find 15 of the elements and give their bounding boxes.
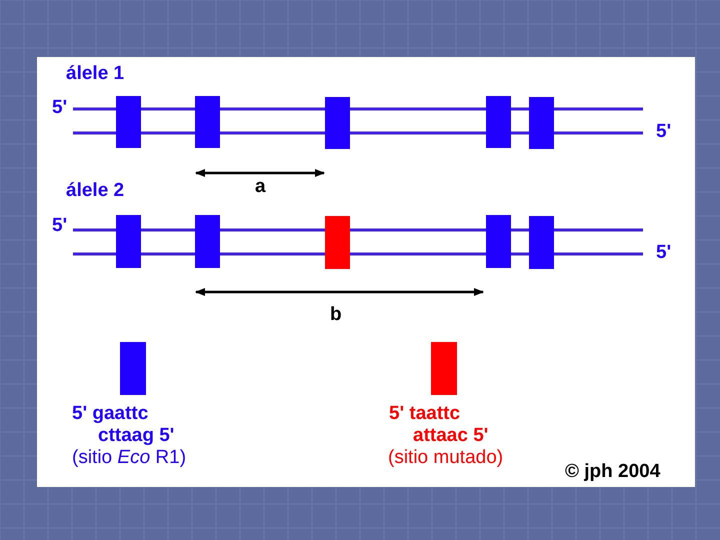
- allele-heading: álele 2: [66, 180, 124, 202]
- sequence-text: cttaag 5': [98, 425, 174, 447]
- sequence-text: attaac 5': [413, 425, 488, 447]
- legend-text: (sitio Eco R1): [72, 447, 186, 469]
- strand-end-label: 5': [52, 97, 68, 119]
- sequence-text: 5' taattc: [389, 403, 460, 425]
- distance-label: b: [330, 304, 342, 326]
- distance-label: a: [255, 176, 266, 198]
- sequence-text: 5' gaattc: [72, 403, 148, 425]
- copyright-note: © jph 2004: [565, 461, 660, 483]
- strand-end-label: 5': [656, 242, 672, 264]
- allele-heading: álele 1: [66, 63, 124, 85]
- strand-end-label: 5': [52, 215, 68, 237]
- legend-text: (sitio mutado): [388, 447, 504, 469]
- strand-end-label: 5': [656, 121, 672, 143]
